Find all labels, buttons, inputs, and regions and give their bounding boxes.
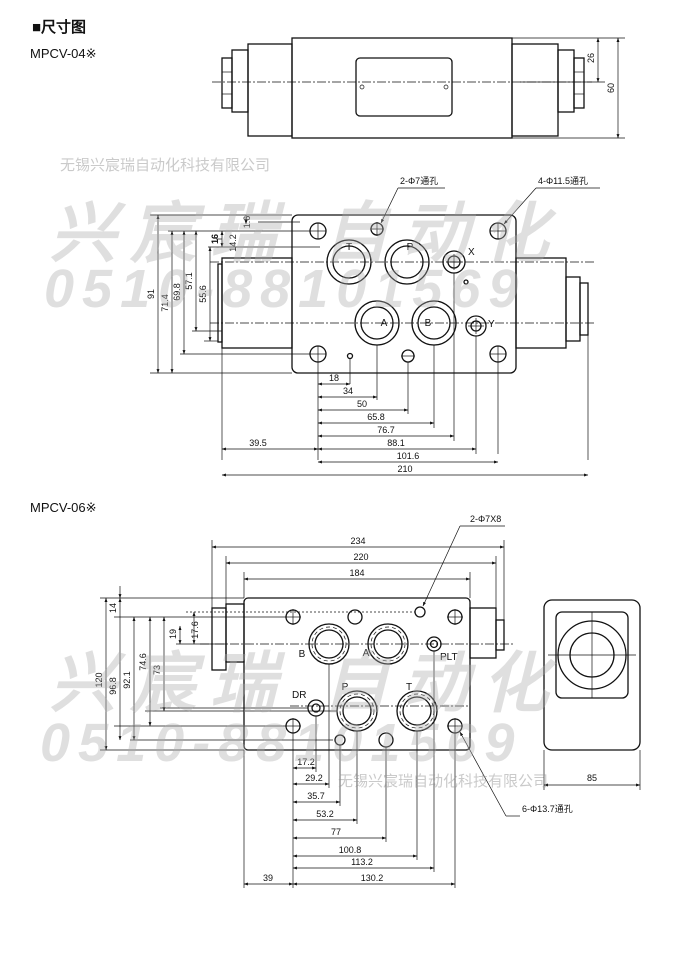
port-label-p: P: [407, 242, 414, 253]
dim-label: 73: [152, 665, 162, 675]
port-label-dr: DR: [292, 690, 306, 701]
dim-label: 77: [331, 827, 341, 837]
dim-label: 39.5: [249, 438, 267, 448]
dim-label: 1.6: [242, 216, 252, 229]
dim-label: 53.2: [316, 809, 334, 819]
dim-label: 100.8: [339, 845, 362, 855]
dim-label: 210: [397, 464, 412, 474]
note-hole-small: 2-Φ7通孔: [400, 176, 438, 186]
dim-label: 26: [586, 53, 596, 63]
dim-label: 92.1: [122, 671, 132, 689]
mpcv04-top-view: 26 60: [212, 37, 625, 139]
note-hole-small: 2-Φ7X8: [470, 514, 501, 524]
dim-label: 85: [587, 773, 597, 783]
dim-label: 17.2: [297, 757, 315, 767]
dim-label: 16: [210, 234, 220, 244]
note-hole-large: 6-Φ13.7通孔: [522, 804, 573, 814]
port-label-t: T: [406, 682, 412, 693]
dim-label: 91: [146, 289, 156, 299]
port-label-b: B: [425, 318, 432, 329]
note-hole-large: 4-Φ11.5通孔: [538, 176, 588, 186]
dim-label: 65.8: [367, 412, 385, 422]
dim-label: 69.8: [172, 283, 182, 301]
dim-label: 18: [329, 373, 339, 383]
dim-label: 17.6: [190, 621, 200, 639]
port-label-p: P: [342, 682, 349, 693]
dim-label: 55.6: [198, 285, 208, 303]
dim-label: 35.7: [307, 791, 325, 801]
mpcv06-front-view: B A P T PLT DR 2-Φ7: [94, 514, 573, 888]
dim-label: 19: [168, 629, 178, 639]
dim-label: 113.2: [351, 857, 373, 867]
dim-label: 96.8: [108, 677, 118, 695]
dim-label: 101.6: [397, 451, 420, 461]
port-label-y: Y: [488, 319, 495, 330]
dim-label: 234: [350, 536, 365, 546]
dim-label: 220: [353, 552, 368, 562]
dim-label: 14.2: [228, 234, 238, 252]
dim-label: 50: [357, 399, 367, 409]
model-label-mpcv06: MPCV-06※: [30, 500, 97, 515]
dim-label: 39: [263, 873, 273, 883]
model-label-mpcv04: MPCV-04※: [30, 46, 97, 61]
dim-label: 29.2: [305, 773, 323, 783]
mpcv04-front-view: T P A B X Y: [146, 176, 600, 477]
section-title: ■尺寸图: [32, 19, 87, 36]
dim-label: 74.6: [138, 653, 148, 671]
dim-label: 130.2: [361, 873, 384, 883]
dim-label: 76.7: [377, 425, 395, 435]
dim-label: 34: [343, 386, 353, 396]
port-label-a: A: [381, 318, 388, 329]
dim-label: 120: [94, 672, 104, 687]
port-label-plt: PLT: [440, 652, 458, 663]
mpcv06-side-view: 85: [543, 599, 641, 790]
dim-label: 60: [606, 83, 616, 93]
port-label-x: X: [468, 247, 475, 258]
port-label-b: B: [299, 649, 306, 660]
port-label-a: A: [363, 648, 370, 659]
dim-label: 184: [349, 568, 364, 578]
dim-label: 88.1: [387, 438, 405, 448]
port-label-t: T: [346, 242, 352, 253]
dim-label: 71.4: [160, 294, 170, 312]
dim-label: 14: [108, 603, 118, 613]
dim-label: 57.1: [184, 272, 194, 290]
